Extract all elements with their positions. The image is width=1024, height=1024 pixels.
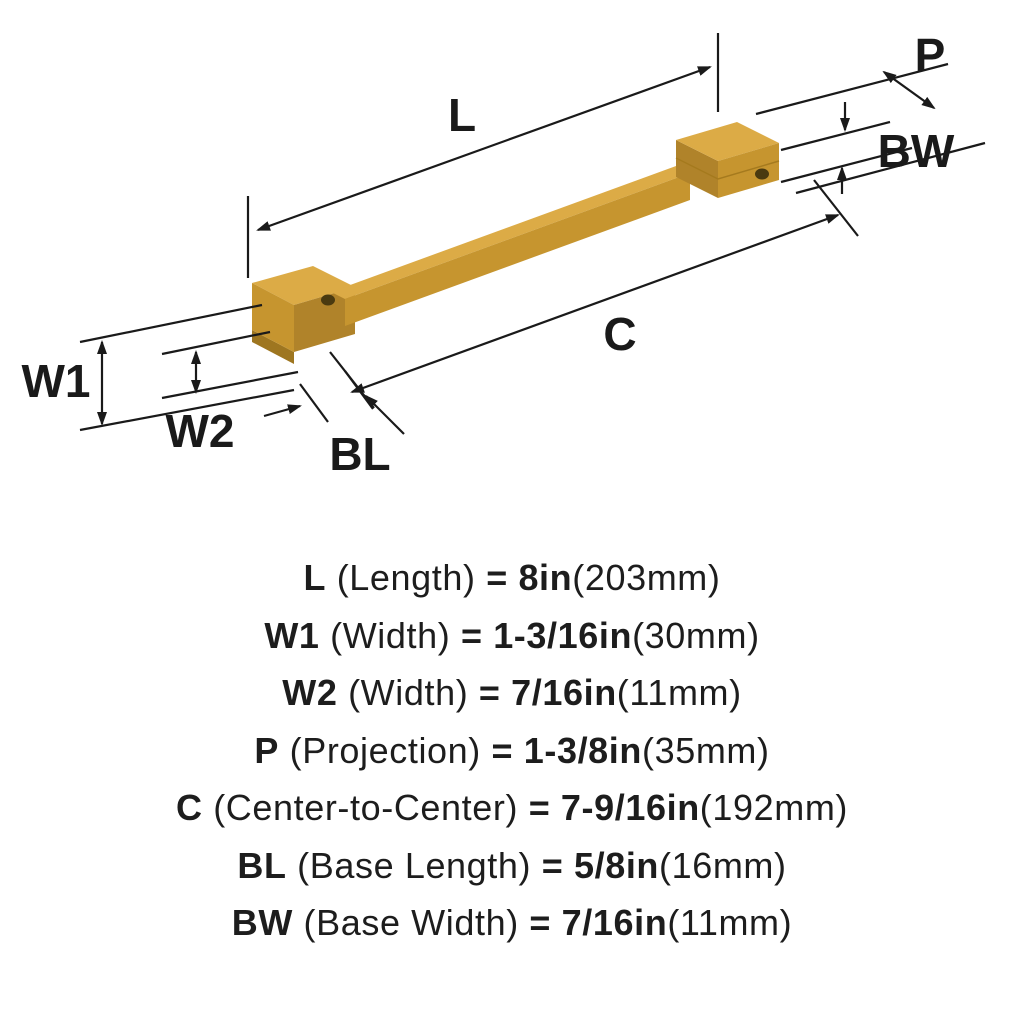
dim-label-bl: BL xyxy=(329,428,390,480)
spec-equals: = xyxy=(529,902,552,943)
spec-value-imperial: 1-3/8in xyxy=(523,729,642,771)
spec-line-center-to-center: C (Center-to-Center) = 7-9/16in(192mm) xyxy=(0,779,1024,837)
spec-value-metric: (16mm) xyxy=(659,844,787,886)
spec-equals: = xyxy=(541,844,564,886)
spec-value-imperial: 7/16in xyxy=(561,902,668,943)
dimension-base-length: BL xyxy=(263,370,405,480)
spec-name: (Center-to-Center) xyxy=(213,787,519,828)
spec-value-metric: (192mm) xyxy=(699,787,849,828)
spec-name: (Width) xyxy=(330,614,451,656)
spec-code: BL xyxy=(237,844,287,886)
left-foot-side-face xyxy=(294,287,355,352)
spec-code: C xyxy=(175,787,203,828)
spec-value-metric: (11mm) xyxy=(616,672,742,713)
spec-equals: = xyxy=(460,614,483,656)
spec-name: (Width) xyxy=(348,672,469,713)
spec-line-width-1: W1 (Width) = 1-3/16in(30mm) xyxy=(0,607,1024,665)
product-dimension-diagram: L C P BW W1 xyxy=(22,29,986,480)
spec-line-width-2: W2 (Width) = 7/16in(11mm) xyxy=(0,664,1024,722)
spec-code: BW xyxy=(231,902,293,943)
spec-line-base-length: BL (Base Length) = 5/8in(16mm) xyxy=(0,837,1024,895)
left-foot-front-face xyxy=(252,283,294,352)
spec-line-base-width: BW (Base Width) = 7/16in(11mm) xyxy=(0,894,1024,952)
dimension-width-1: W1 xyxy=(22,303,295,432)
dim-label-c: C xyxy=(603,308,636,360)
bar-front-face xyxy=(345,173,690,326)
spec-equals: = xyxy=(528,787,551,828)
dim-label-w2: W2 xyxy=(166,405,235,457)
spec-value-metric: (203mm) xyxy=(572,557,721,598)
spec-name: (Projection) xyxy=(289,729,481,771)
spec-value-imperial: 5/8in xyxy=(573,844,660,886)
spec-value-imperial: 8in xyxy=(518,557,573,598)
spec-line-projection: P (Projection) = 1-3/8in(35mm) xyxy=(0,722,1024,780)
spec-name: (Length) xyxy=(336,557,476,598)
spec-equals: = xyxy=(486,557,508,598)
dim-label-p: P xyxy=(915,29,946,81)
spec-code: L xyxy=(303,557,327,598)
dim-label-bw: BW xyxy=(878,125,955,177)
spec-code: W2 xyxy=(282,672,338,713)
spec-value-metric: (30mm) xyxy=(632,614,760,656)
spec-value-metric: (35mm) xyxy=(641,729,770,771)
spec-value-imperial: 1-3/16in xyxy=(493,614,633,656)
handle-illustration xyxy=(252,122,780,364)
spec-value-imperial: 7-9/16in xyxy=(560,787,700,828)
spec-code: W1 xyxy=(264,614,320,656)
dimension-projection: P xyxy=(755,29,986,195)
dimension-base-width: BW xyxy=(780,102,955,194)
left-foot-base xyxy=(252,330,294,364)
dim-label-l: L xyxy=(448,89,476,141)
dimension-length: L xyxy=(246,33,720,278)
left-screw-hole xyxy=(321,294,335,306)
spec-line-length: L (Length) = 8in(203mm) xyxy=(0,549,1024,607)
spec-equals: = xyxy=(491,729,514,771)
bar-top-face xyxy=(331,166,690,299)
dimension-legend: L (Length) = 8in(203mm) W1 (Width) = 1-3… xyxy=(0,549,1024,952)
spec-name: (Base Length) xyxy=(297,844,532,886)
spec-value-imperial: 7/16in xyxy=(511,672,617,713)
right-screw-hole xyxy=(755,168,769,180)
spec-name: (Base Width) xyxy=(303,902,519,943)
spec-equals: = xyxy=(478,672,501,713)
dimension-width-2: W2 xyxy=(161,330,299,457)
spec-code: P xyxy=(254,729,280,771)
dim-label-w1: W1 xyxy=(22,355,91,407)
left-foot-top-face xyxy=(252,266,355,305)
spec-value-metric: (11mm) xyxy=(667,902,793,943)
